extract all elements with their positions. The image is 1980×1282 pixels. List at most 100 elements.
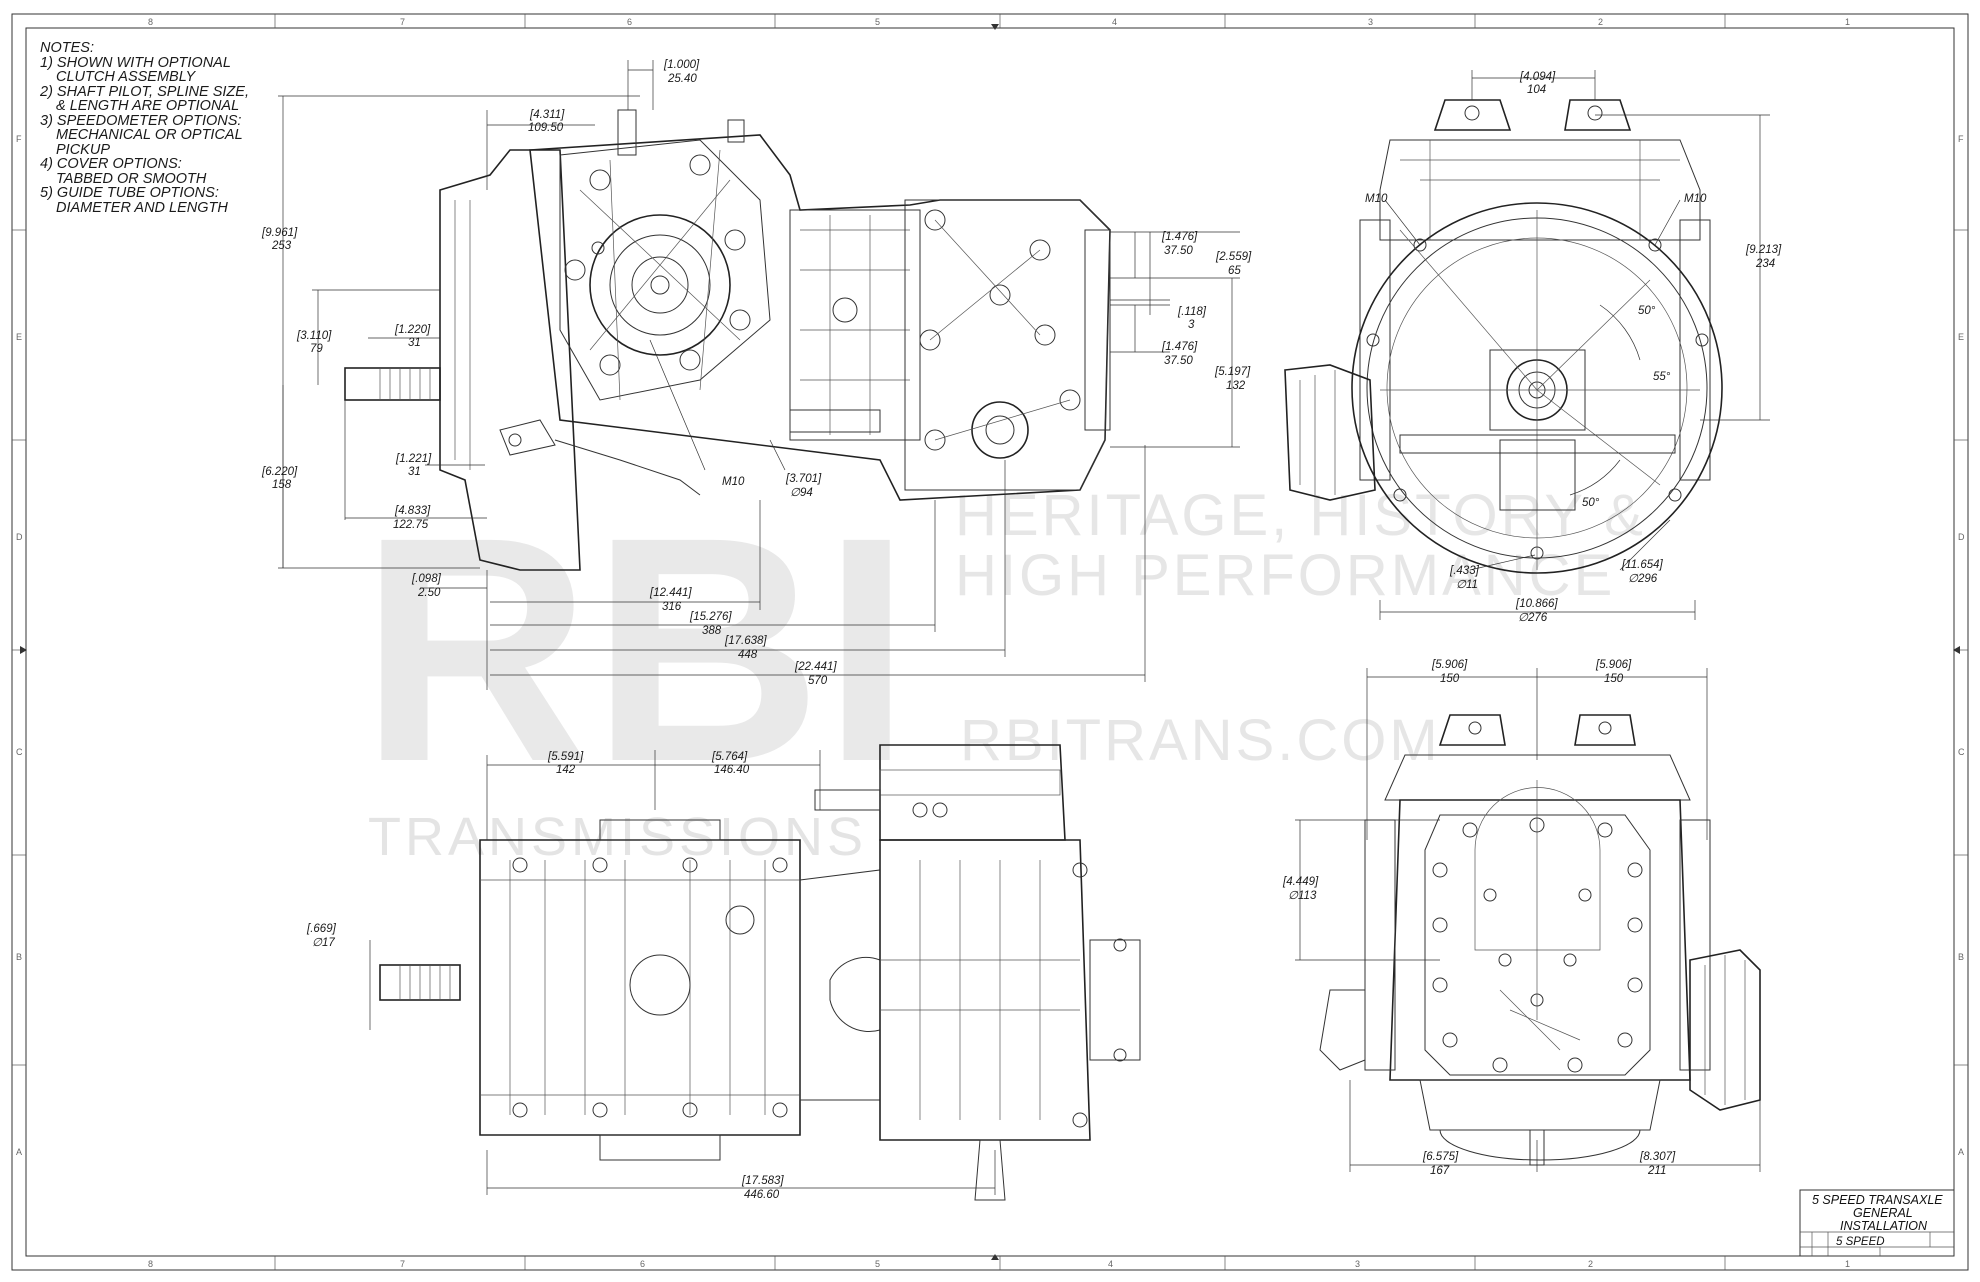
- note-line: CLUTCH ASSEMBLY: [56, 69, 196, 85]
- note-line: 4) COVER OPTIONS:: [40, 156, 182, 172]
- zone-row-label: D: [1958, 532, 1965, 542]
- dim-2559-in: [2.559]: [1215, 251, 1252, 263]
- dim-118-in: [.118]: [1177, 306, 1207, 318]
- dim-15276-mm: 388: [702, 625, 722, 637]
- zone-col-label: 1: [1845, 17, 1850, 27]
- dim-433-mm: ∅11: [1456, 579, 1478, 591]
- dim-4833-mm: 122.75: [393, 519, 429, 531]
- dim-2559-mm: 65: [1228, 265, 1241, 277]
- bellhousing-view-drawing: [1284, 99, 1723, 574]
- dim-3110-in: [3.110]: [296, 330, 332, 342]
- dim-4311-mm: 109.50: [528, 122, 564, 134]
- dim-9213-mm: 234: [1755, 258, 1775, 270]
- zone-col-label: 2: [1598, 17, 1603, 27]
- watermark-logo-sub: TRANSMISSIONS: [368, 807, 867, 867]
- zone-labels: 8 7 6 5 4 3 2 1 8 7 6 5 4 3 2 1 F E D C …: [16, 17, 1965, 1269]
- dim-10866-in: [10.866]: [1515, 598, 1558, 610]
- dim-m10-right: M10: [1684, 193, 1707, 205]
- zone-col-label: 6: [627, 17, 632, 27]
- note-line: MECHANICAL OR OPTICAL: [56, 127, 243, 143]
- dim-m10-left: M10: [1365, 193, 1388, 205]
- zone-row-label: A: [16, 1147, 22, 1157]
- watermark-tagline-2: HIGH PERFORMANCE: [955, 543, 1615, 608]
- dim-6575-in: [6.575]: [1422, 1151, 1459, 1163]
- title-line-3: INSTALLATION: [1840, 1219, 1928, 1233]
- dim-11654-in: [11.654]: [1621, 559, 1664, 571]
- dim-5197-in: [5.197]: [1214, 366, 1251, 378]
- dim-1221-mm: 31: [408, 466, 421, 478]
- dim-1221-in: [1.221]: [395, 453, 432, 465]
- dim-22441-mm: 570: [808, 675, 828, 687]
- title-line-2: GENERAL: [1853, 1206, 1913, 1220]
- side-view-dimensions: [1.000] 25.40 [4.311] 109.50 [9.961] 253…: [261, 59, 1252, 690]
- dim-17583-in: [17.583]: [741, 1175, 784, 1187]
- zone-col-label: 7: [400, 1259, 405, 1269]
- zone-row-label: E: [16, 332, 22, 342]
- note-line: NOTES:: [40, 40, 94, 56]
- dim-5906a-in: [5.906]: [1431, 659, 1468, 671]
- note-line: 1) SHOWN WITH OPTIONAL: [40, 55, 231, 71]
- zone-col-label: 3: [1355, 1259, 1360, 1269]
- dim-3701-in: [3.701]: [785, 473, 822, 485]
- dim-angle-55: 55°: [1653, 371, 1671, 383]
- dim-4311-in: [4.311]: [529, 109, 565, 121]
- dim-3701-mm: ∅94: [790, 487, 813, 499]
- note-line: PICKUP: [56, 142, 110, 158]
- note-line: TABBED OR SMOOTH: [56, 171, 207, 187]
- dim-4449-in: [4.449]: [1282, 876, 1319, 888]
- zone-col-label: 5: [875, 1259, 880, 1269]
- dim-9961-in: [9.961]: [261, 227, 298, 239]
- note-line: 5) GUIDE TUBE OPTIONS:: [40, 185, 219, 201]
- dim-17583-mm: 446.60: [744, 1189, 780, 1201]
- dim-4833-in: [4.833]: [394, 505, 431, 517]
- dim-6220-mm: 158: [272, 479, 292, 491]
- dim-1476a-in: [1.476]: [1161, 231, 1198, 243]
- rear-view-dimensions: [5.906] 150 [5.906] 150 [4.449] ∅113 [6.…: [1282, 659, 1761, 1177]
- dim-6575-mm: 167: [1430, 1165, 1450, 1177]
- dim-17638-in: [17.638]: [724, 635, 767, 647]
- dim-4094-in: [4.094]: [1519, 71, 1556, 83]
- dim-433-in: [.433]: [1449, 565, 1480, 577]
- dim-5906b-in: [5.906]: [1595, 659, 1632, 671]
- watermark-website: RBITRANS.COM: [960, 708, 1441, 773]
- zone-col-label: 2: [1588, 1259, 1593, 1269]
- zone-col-label: 4: [1108, 1259, 1113, 1269]
- dim-9213-in: [9.213]: [1745, 244, 1782, 256]
- zone-row-label: B: [1958, 952, 1964, 962]
- zone-row-label: D: [16, 532, 23, 542]
- zone-row-label: F: [16, 134, 22, 144]
- dim-15276-in: [15.276]: [689, 611, 732, 623]
- dim-22441-in: [22.441]: [794, 661, 837, 673]
- dim-5764-mm: 146.40: [714, 764, 750, 776]
- title-line-1: 5 SPEED TRANSAXLE: [1812, 1193, 1943, 1207]
- dim-098-mm: 2.50: [417, 587, 441, 599]
- dim-5906b-mm: 150: [1604, 673, 1624, 685]
- dim-1476b-mm: 37.50: [1164, 355, 1193, 367]
- dim-12441-in: [12.441]: [649, 587, 692, 599]
- note-line: 3) SPEEDOMETER OPTIONS:: [40, 113, 241, 129]
- top-view-dimensions: [5.591] 142 [5.764] 146.40 [.669] ∅17 [1…: [306, 750, 996, 1201]
- bellhousing-view-dimensions: [4.094] 104 M10 M10 [9.213] 234 50° 55° …: [1365, 70, 1782, 624]
- dim-669-in: [.669]: [306, 923, 337, 935]
- dim-1000-mm: 25.40: [667, 73, 697, 85]
- dim-1476a-mm: 37.50: [1164, 245, 1193, 257]
- zone-row-label: B: [16, 952, 22, 962]
- zone-col-label: 4: [1112, 17, 1117, 27]
- title-part-number: 5 SPEED: [1836, 1236, 1885, 1248]
- dim-4094-mm: 104: [1527, 84, 1546, 96]
- dim-8307-mm: 211: [1647, 1165, 1666, 1177]
- zone-row-label: A: [1958, 1147, 1964, 1157]
- dim-5197-mm: 132: [1226, 380, 1246, 392]
- dim-5591-mm: 142: [556, 764, 576, 776]
- zone-row-label: C: [1958, 747, 1965, 757]
- dim-5764-in: [5.764]: [711, 751, 748, 763]
- dim-angle-50-upper: 50°: [1638, 305, 1656, 317]
- zone-col-label: 8: [148, 17, 153, 27]
- dim-1476b-in: [1.476]: [1161, 341, 1198, 353]
- note-line: 2) SHAFT PILOT, SPLINE SIZE,: [39, 84, 249, 100]
- notes-block: NOTES: 1) SHOWN WITH OPTIONAL CLUTCH ASS…: [39, 40, 249, 216]
- zone-row-label: C: [16, 747, 23, 757]
- dim-8307-in: [8.307]: [1639, 1151, 1676, 1163]
- dim-17638-mm: 448: [738, 649, 758, 661]
